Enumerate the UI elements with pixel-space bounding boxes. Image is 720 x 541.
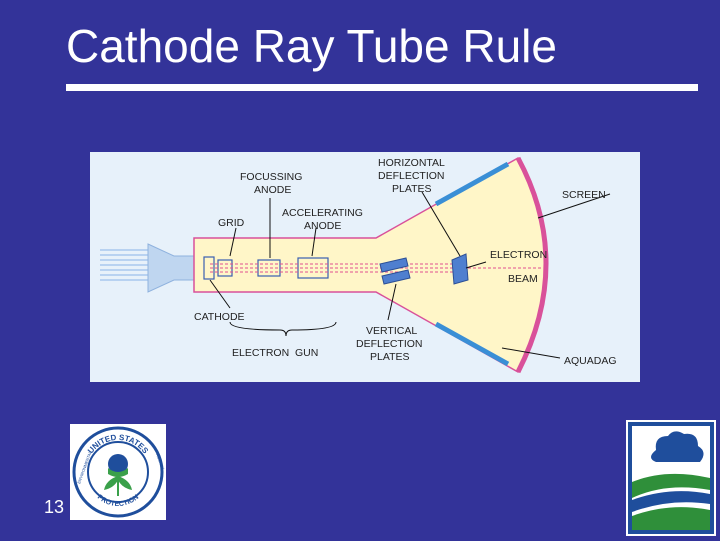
landscape-logo-icon [626, 420, 716, 536]
label-accelerating-1: ACCELERATING [282, 207, 363, 219]
aquadag-coating-top [434, 161, 510, 207]
cathode-element [203, 256, 215, 280]
crt-diagram: FOCUSSING ANODE GRID ACCELERATING ANODE … [90, 152, 640, 382]
crt-diagram-svg: FOCUSSING ANODE GRID ACCELERATING ANODE … [100, 156, 617, 374]
slide-title: Cathode Ray Tube Rule [66, 20, 557, 72]
label-focussing-1: FOCUSSING [240, 171, 302, 183]
horizontal-deflection-plate [451, 253, 469, 285]
label-vertical-2: DEFLECTION [356, 338, 423, 350]
label-accelerating-2: ANODE [304, 220, 341, 232]
deflection-plates [379, 253, 469, 285]
vertical-deflection-plate [379, 257, 409, 273]
label-vertical-1: VERTICAL [366, 325, 417, 337]
page-number: 13 [44, 497, 65, 517]
label-horizontal-2: DEFLECTION [378, 170, 445, 182]
label-horizontal-3: PLATES [392, 183, 432, 195]
epa-seal-logo: UNITED STATES PROTECTION ENVIRONMENTAL A… [70, 424, 166, 520]
label-grid: GRID [218, 217, 245, 229]
label-electron-gun: ELECTRON GUN [232, 347, 318, 359]
leader-lines [209, 191, 611, 359]
label-horizontal-1: HORIZONTAL [378, 157, 445, 169]
label-vertical-3: PLATES [370, 351, 410, 363]
epa-seal-icon: UNITED STATES PROTECTION ENVIRONMENTAL A… [72, 426, 166, 518]
seal-ring-right: AGENCY [155, 453, 166, 471]
tube-pins [100, 249, 148, 281]
label-cathode: CATHODE [194, 311, 245, 323]
agency-landscape-logo [626, 420, 716, 536]
label-aquadag: AQUADAG [564, 355, 617, 367]
tube-base [147, 243, 195, 293]
vertical-deflection-plate-2 [381, 269, 411, 285]
label-screen: SCREEN [562, 189, 606, 201]
label-electron-1: ELECTRON [490, 249, 547, 261]
aquadag-coating-bottom [434, 321, 510, 367]
label-focussing-2: ANODE [254, 184, 291, 196]
screen-face [515, 156, 549, 374]
electron-beam [210, 263, 542, 273]
label-electron-2: BEAM [508, 273, 538, 285]
title-underline [66, 84, 698, 91]
